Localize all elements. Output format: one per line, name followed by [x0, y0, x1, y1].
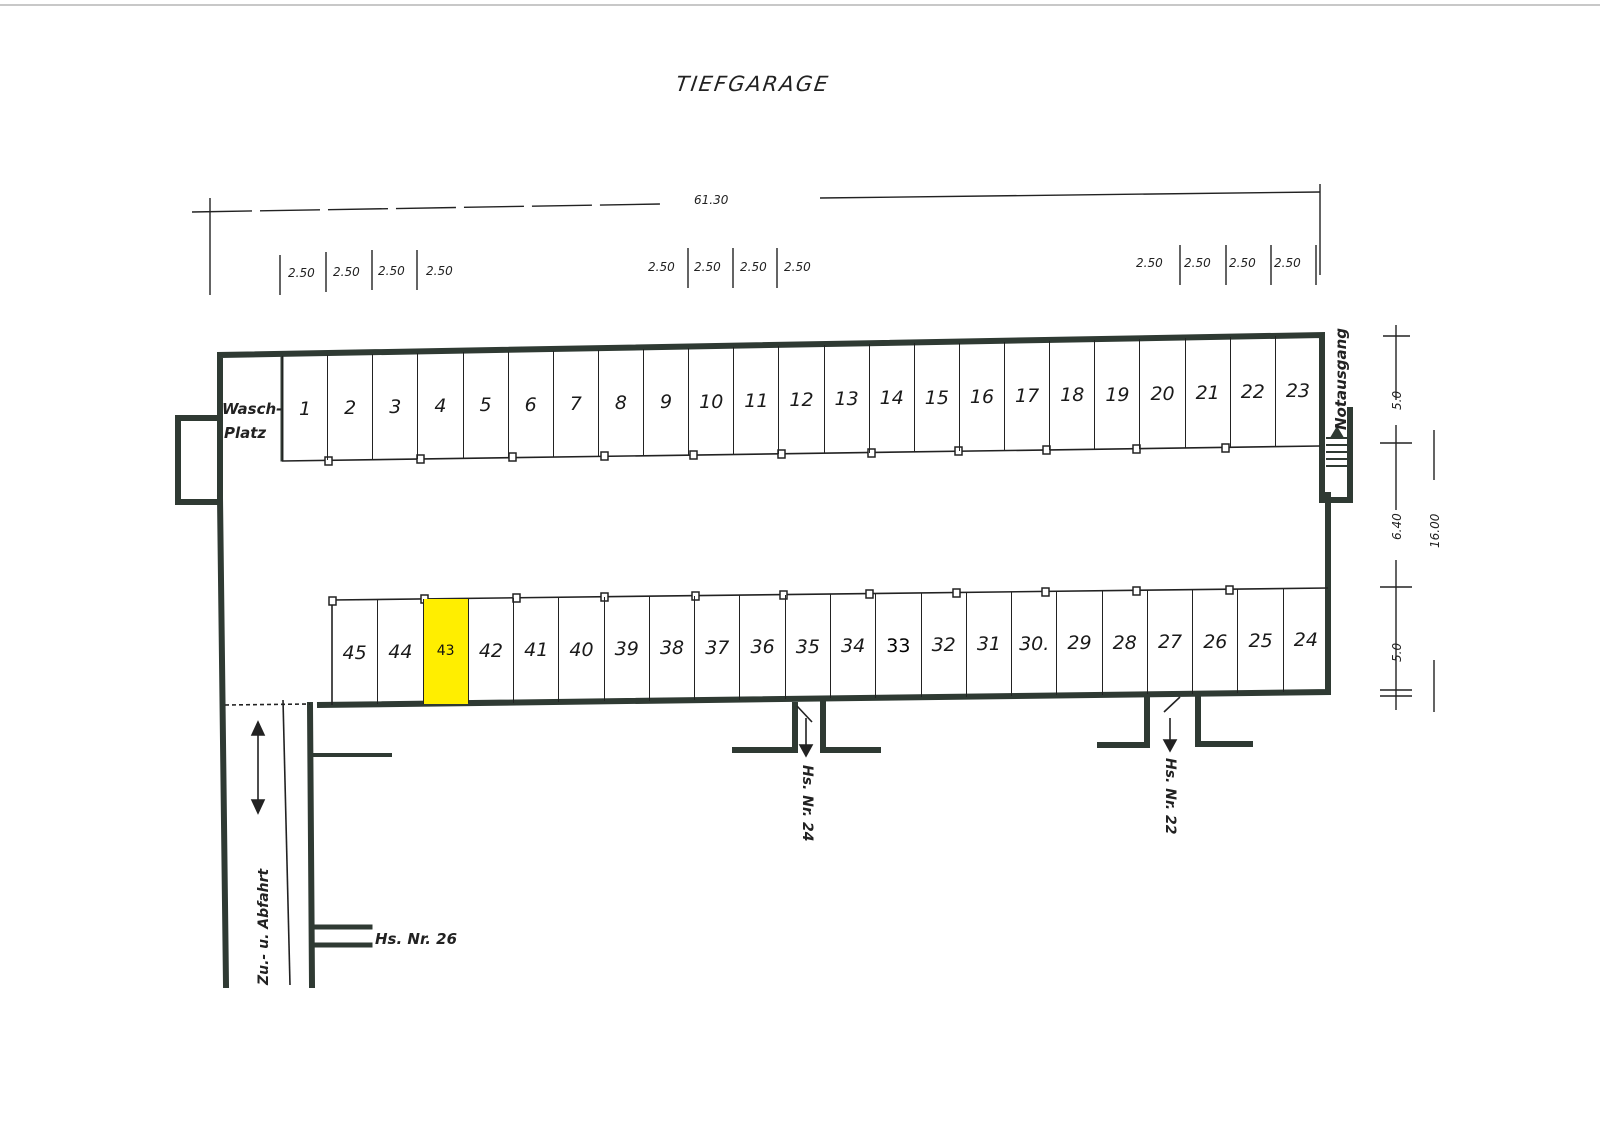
- parking-space[interactable]: 38: [648, 596, 694, 701]
- parking-space[interactable]: 19: [1094, 339, 1139, 450]
- parking-space[interactable]: 6: [507, 351, 553, 458]
- parking-space[interactable]: 44: [377, 599, 422, 705]
- dimension-label: 2.50: [426, 264, 453, 278]
- dimension-total-depth: 16.00: [1428, 513, 1442, 548]
- parking-space[interactable]: 21: [1184, 338, 1230, 448]
- parking-space[interactable]: 3: [372, 354, 417, 460]
- parking-space[interactable]: 39: [603, 596, 649, 702]
- wash-area-label-1: Wasch-: [222, 400, 283, 418]
- column-posts: [324, 443, 1234, 606]
- parking-space[interactable]: 5: [462, 352, 508, 459]
- house-26-label: Hs. Nr. 26: [375, 930, 458, 948]
- dimension-label: 2.50: [694, 260, 721, 274]
- dimension-label: 2.50: [1136, 256, 1163, 270]
- parking-space[interactable]: 4: [417, 353, 462, 460]
- parking-space[interactable]: 9: [643, 348, 688, 456]
- dimension-aisle: 6.40: [1390, 513, 1404, 540]
- walls: [175, 331, 1353, 989]
- parking-space[interactable]: 42: [467, 598, 513, 704]
- dimension-lower-row: 5.0: [1390, 642, 1404, 662]
- dimension-total-length: 61.30: [694, 193, 729, 207]
- ramp-label: Zu.- u. Abfahrt: [256, 868, 272, 985]
- house-24-label: Hs. Nr. 24: [799, 765, 815, 842]
- dimension-label: 2.50: [288, 266, 315, 280]
- parking-space[interactable]: 32: [920, 592, 966, 698]
- parking-space[interactable]: 27: [1146, 590, 1192, 695]
- parking-space[interactable]: 1: [282, 356, 327, 461]
- parking-space[interactable]: 10: [688, 347, 733, 456]
- parking-space[interactable]: 29: [1056, 591, 1101, 696]
- emergency-exit-label: Notausgang: [1332, 327, 1350, 430]
- dimension-lines: [191, 184, 1435, 712]
- direction-arrows: [250, 718, 1178, 815]
- parking-space[interactable]: 17: [1004, 341, 1049, 451]
- parking-space[interactable]: 35: [784, 594, 830, 699]
- parking-space[interactable]: 28: [1101, 590, 1147, 695]
- parking-space[interactable]: 30.: [1011, 591, 1056, 696]
- page-edge: [0, 4, 1600, 6]
- parking-space[interactable]: 36: [739, 595, 784, 700]
- parking-space[interactable]: 11: [733, 347, 778, 455]
- parking-space[interactable]: 12: [778, 346, 823, 454]
- dimension-label: 2.50: [333, 265, 360, 279]
- dimension-label: 2.50: [740, 260, 767, 274]
- parking-space[interactable]: 25: [1237, 589, 1282, 693]
- dimension-label: 2.50: [648, 260, 675, 274]
- parking-space[interactable]: 15: [913, 343, 959, 452]
- parking-space[interactable]: 22: [1229, 337, 1275, 448]
- dimension-label: 2.50: [1229, 256, 1256, 270]
- dimension-label: 2.50: [1184, 256, 1211, 270]
- parking-space[interactable]: 14: [868, 344, 914, 453]
- dimension-upper-row: 5.0: [1390, 390, 1404, 410]
- parking-space[interactable]: 16: [958, 342, 1004, 452]
- parking-space[interactable]: 20: [1139, 338, 1184, 449]
- parking-space[interactable]: 26: [1192, 589, 1237, 694]
- parking-space[interactable]: 13: [823, 345, 869, 454]
- parking-space[interactable]: 40: [558, 597, 603, 702]
- parking-space[interactable]: 2: [327, 355, 372, 461]
- stair-icon: [1326, 426, 1348, 467]
- parking-space[interactable]: 33: [875, 593, 920, 698]
- row-borders: [224, 445, 1329, 986]
- parking-space[interactable]: 34: [830, 593, 875, 699]
- dimension-label: 2.50: [378, 264, 405, 278]
- dimension-label: 2.50: [784, 260, 811, 274]
- parking-space[interactable]: 8: [597, 349, 643, 457]
- parking-space[interactable]: 18: [1049, 340, 1094, 450]
- parking-space[interactable]: 24: [1282, 588, 1328, 693]
- dimension-label: 2.50: [1274, 256, 1301, 270]
- parking-space[interactable]: 23: [1274, 336, 1320, 447]
- parking-space[interactable]: 41: [513, 597, 558, 703]
- parking-space[interactable]: 45: [342, 641, 367, 664]
- parking-space[interactable]: 31: [965, 592, 1011, 697]
- parking-space[interactable]: 37: [694, 595, 739, 701]
- parking-space-highlighted[interactable]: 43: [422, 598, 468, 704]
- parking-space[interactable]: 7: [552, 350, 598, 458]
- house-22-label: Hs. Nr. 22: [1162, 758, 1178, 835]
- wash-area-label-2: Platz: [224, 424, 267, 442]
